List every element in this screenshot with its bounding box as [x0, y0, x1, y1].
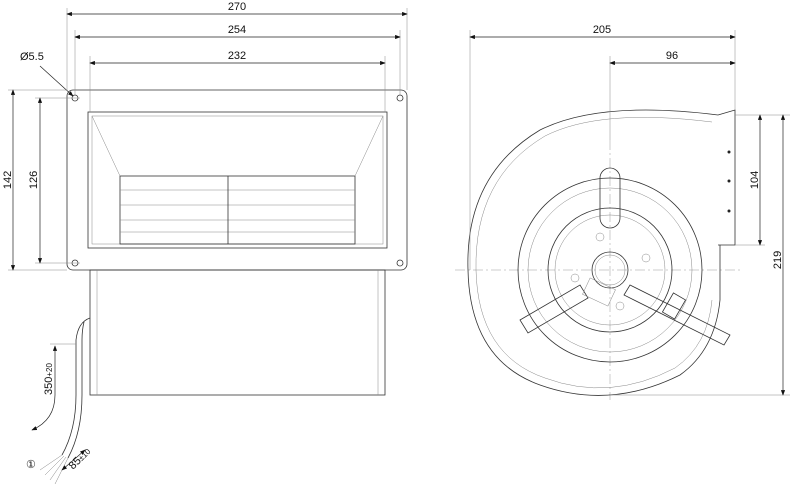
dim-126: 126 — [28, 171, 40, 189]
inlet-ring — [517, 177, 703, 363]
hole-icon — [396, 259, 404, 267]
shaft-hub — [591, 251, 629, 289]
callout-1: ① — [26, 459, 36, 471]
outlet-opening — [87, 111, 388, 249]
mounting-flange — [66, 89, 408, 271]
side-view: 205 96 104 219 — [455, 24, 790, 400]
dim-104: 104 — [749, 171, 761, 189]
front-view: 270 254 232 Ø5.5 142 126 350+20 85±10 ① — [2, 1, 408, 485]
dim-142: 142 — [2, 171, 14, 189]
scroll-housing — [467, 109, 721, 396]
dim-232: 232 — [228, 50, 246, 62]
support-arm — [599, 167, 621, 229]
cable — [61, 317, 91, 456]
dim-219: 219 — [772, 251, 784, 269]
dim-cable-length: 350+20 — [43, 363, 55, 395]
impeller-blades — [119, 175, 356, 245]
rating-label — [582, 277, 616, 307]
dim-strip-length: 85±10 — [67, 445, 94, 472]
dim-96: 96 — [666, 50, 678, 62]
dim-254: 254 — [228, 24, 246, 36]
dim-hole-diameter: Ø5.5 — [20, 51, 44, 63]
dim-270: 270 — [228, 1, 246, 13]
cable-arm — [519, 284, 589, 334]
cable-gland — [623, 284, 731, 346]
hole-icon — [396, 94, 404, 102]
outlet-bracket — [717, 109, 736, 246]
dim-205: 205 — [593, 24, 611, 36]
motor-housing — [89, 269, 386, 396]
mounting-holes — [71, 94, 404, 267]
motor-flange — [547, 207, 673, 333]
